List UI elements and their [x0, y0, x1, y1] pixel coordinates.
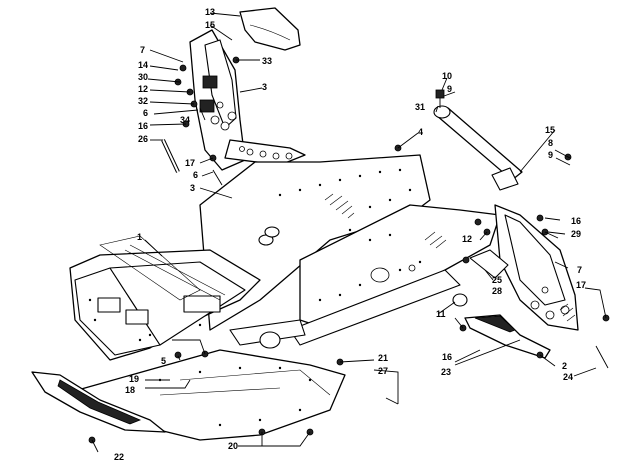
callout-17: 17 — [576, 280, 587, 290]
callout-17: 17 — [185, 158, 196, 168]
callout-31: 31 — [415, 102, 426, 112]
callout-26: 26 — [138, 134, 149, 144]
callout-4: 4 — [418, 127, 424, 137]
callout-16: 16 — [138, 121, 149, 131]
callout-24: 24 — [563, 372, 574, 382]
callout-6: 6 — [143, 108, 149, 118]
callout-23: 23 — [441, 367, 452, 377]
callout-19: 19 — [129, 374, 140, 384]
belly-pan — [59, 349, 346, 441]
callout-32: 32 — [138, 96, 149, 106]
callout-1: 1 — [137, 232, 143, 242]
callout-16: 16 — [442, 352, 453, 362]
callout-21: 21 — [378, 353, 389, 363]
callout-25: 25 — [492, 275, 503, 285]
callout-16: 16 — [571, 216, 582, 226]
leader-lines — [91, 12, 607, 453]
callout-7: 7 — [140, 45, 146, 55]
callout-9: 9 — [548, 150, 554, 160]
callout-15: 15 — [205, 20, 216, 30]
callout-5: 5 — [161, 356, 167, 366]
callout-14: 14 — [138, 60, 149, 70]
callout-27: 27 — [378, 366, 389, 376]
callout-28: 28 — [492, 286, 503, 296]
lower-bracket — [464, 314, 551, 359]
callout-2: 2 — [562, 361, 568, 371]
main-frame — [199, 154, 501, 346]
callout-33: 33 — [262, 56, 273, 66]
mid-bracket — [452, 249, 509, 307]
front-bumper-frame — [69, 235, 306, 361]
callout-3: 3 — [190, 183, 196, 193]
callout-10: 10 — [442, 71, 453, 81]
upper-cover-piece — [239, 7, 301, 51]
callout-29: 29 — [571, 229, 582, 239]
callout-15: 15 — [545, 125, 556, 135]
callout-34: 34 — [180, 115, 191, 125]
callout-12: 12 — [462, 234, 473, 244]
callout-22: 22 — [114, 452, 125, 462]
callout-3: 3 — [262, 82, 268, 92]
steering-support-assembly — [189, 29, 306, 171]
callout-18: 18 — [125, 385, 136, 395]
callout-11: 11 — [436, 309, 446, 319]
callout-9: 9 — [447, 84, 453, 94]
callout-20: 20 — [228, 441, 239, 451]
callout-30: 30 — [138, 72, 149, 82]
front-skid-plate — [31, 371, 166, 433]
callout-8: 8 — [548, 138, 554, 148]
callout-12: 12 — [138, 84, 149, 94]
steering-cross-shaft — [433, 89, 523, 191]
callout-13: 13 — [205, 7, 216, 17]
steering-rod — [161, 139, 180, 173]
right-steering-post — [494, 204, 579, 331]
callout-7: 7 — [577, 265, 583, 275]
callout-6: 6 — [193, 170, 199, 180]
